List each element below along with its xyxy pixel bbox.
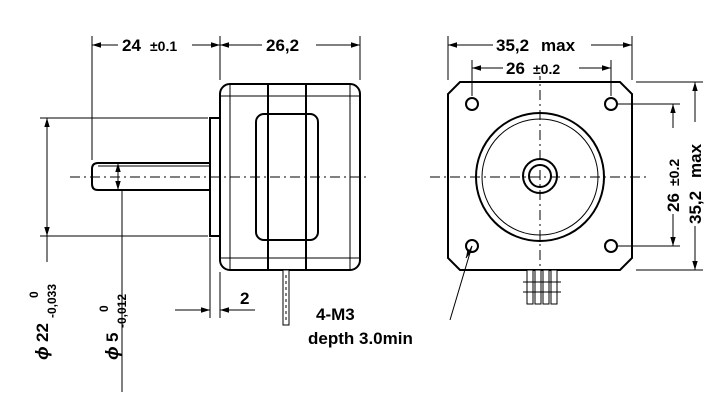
- callout-leader: [449, 245, 473, 321]
- mount-hole-br: [604, 239, 618, 253]
- dim-hole-spacing-h-tol: ±0.2: [533, 61, 560, 77]
- shaft-diameter-upper: 0: [97, 305, 111, 312]
- dim-hole-spacing-v-tol: ±0.2: [666, 159, 682, 186]
- flange-outline: [447, 81, 633, 271]
- front-view: 35,2 max 26 ±0.2 26 ±0.2 35,2 max: [430, 35, 705, 321]
- motor-body: [219, 83, 361, 271]
- dim-pilot-depth: 2: [240, 289, 249, 308]
- pilot-diameter-lower: -0,033: [45, 284, 59, 318]
- dim-body-length: 26,2: [266, 36, 299, 55]
- dim-flange-width-value: 35,2: [496, 36, 529, 55]
- shaft-end: [528, 164, 552, 188]
- dim-shaft-length-value: 24: [122, 36, 141, 55]
- diameter-symbol: ϕ: [32, 346, 52, 360]
- dim-shaft-length-tol: ±0.1: [150, 38, 177, 54]
- pilot-outer-ring: [475, 112, 605, 242]
- mount-hole-tr: [604, 97, 618, 111]
- callout-depth: depth 3.0min: [308, 329, 413, 348]
- callout-thread: 4-M3: [316, 305, 355, 324]
- dim-hole-spacing-h-value: 26: [506, 59, 525, 78]
- dim-pilot-diameter: ϕ 22 0 -0,033: [27, 284, 59, 360]
- shaft-diameter-lower: -0,012: [115, 294, 129, 328]
- dim-shaft-diameter: ϕ 5 0 -0,012: [97, 294, 129, 360]
- pilot-diameter-value: 22: [33, 323, 52, 342]
- dim-flange-height-suffix: max: [686, 143, 705, 178]
- dim-flange-height-value: 35,2: [686, 191, 705, 224]
- shaft-diameter-value: 5: [103, 333, 122, 342]
- mount-hole-tl: [465, 97, 479, 111]
- side-wires: [282, 269, 290, 326]
- dim-hole-spacing-v-value: 26: [664, 193, 683, 212]
- pilot-inner-ring: [481, 118, 599, 236]
- shaft-ring: [522, 158, 558, 194]
- side-view: 24 ±0.1 26,2 ϕ 22 0 -0,033 ϕ 5 0 -0,012: [27, 35, 413, 392]
- pilot-diameter-upper: 0: [27, 291, 41, 298]
- dim-flange-width-suffix: max: [541, 36, 576, 55]
- front-wires: [523, 269, 561, 305]
- diameter-symbol: ϕ: [102, 346, 122, 360]
